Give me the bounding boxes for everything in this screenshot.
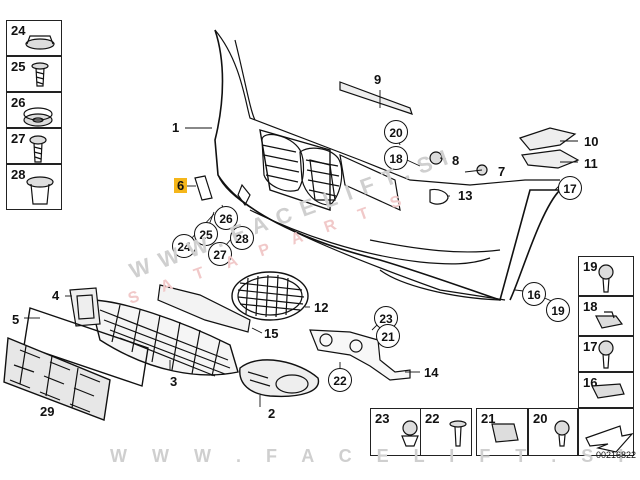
callout-14: 14 [424,365,439,380]
circle-23: 23 [374,306,398,330]
part-11-bracket [521,149,580,169]
legend-num: 27 [11,131,26,146]
clip-24-icon [25,35,55,50]
circle-28: 28 [230,226,254,250]
circle-25: 25 [194,222,218,246]
callout-7: 7 [498,164,506,179]
part-6-cover [194,175,213,201]
callout-2: 2 [268,406,276,421]
part-2-fog-cover [239,359,320,398]
part-14-bracket [309,329,411,381]
arrow-icon [585,425,634,453]
callout-4: 4 [52,288,60,303]
legend-num: 22 [425,411,440,426]
nut-21-icon [491,423,519,443]
legend-cell-24: 24 [6,20,62,56]
circle-17: 17 [558,176,582,200]
circle-24: 24 [172,234,196,258]
callout-15: 15 [264,326,279,341]
callout-1: 1 [172,120,180,135]
grommet-28-icon [26,176,54,205]
circle-16: 16 [522,282,546,306]
legend-num: 18 [583,299,598,314]
circle-22: 22 [328,368,352,392]
bolt-17-icon [598,340,614,369]
part-4-frame [69,287,101,327]
callout-29: 29 [40,404,55,419]
clip-19-icon [598,264,614,293]
legend-cell-21: 21 [476,408,528,456]
legend-num: 20 [533,411,548,426]
part-15-bracket [157,284,251,333]
callout-5: 5 [12,312,20,327]
legend-num: 26 [11,95,26,110]
callout-6-highlight: 6 [174,178,188,193]
bumper-outline [214,29,562,302]
circle-18: 18 [384,146,408,170]
tow-hook-cover [429,188,449,205]
legend-cell-23: 23 [370,408,426,456]
washer-26-icon [23,107,53,127]
clip-18-icon [595,311,624,329]
screw-25-icon [31,62,49,87]
legend-num: 28 [11,167,26,182]
circle-27: 27 [208,242,232,266]
legend-num: 21 [481,411,496,426]
kidney-grille-upper [259,129,401,212]
clip-23-icon [401,420,419,447]
legend-cell-25: 25 [6,56,62,92]
legend-cell-22: 22 [420,408,472,456]
screw-20-icon [554,420,570,447]
legend-cell-20: 20 [528,408,578,456]
legend-num: 24 [11,23,26,38]
callout-11: 11 [584,156,598,171]
legend-num: 25 [11,59,26,74]
circle-19: 19 [546,298,570,322]
callout-3: 3 [170,374,178,389]
circle-21: 21 [376,324,400,348]
callout-10: 10 [584,134,599,149]
watermark-bottom: W W W . F A C E L I F T . S I [110,446,634,466]
part-12-grille [231,271,309,321]
reference-number: 00216822 [595,450,636,460]
part-29-carrier [3,336,111,421]
part-5-plate [23,307,149,387]
callout-13: 13 [458,188,473,203]
part-10-bracket [518,127,577,151]
legend-num: 17 [583,339,598,354]
sensor-hole [237,183,251,207]
callout-12: 12 [314,300,329,315]
callout-6: 6 [174,178,188,193]
circle-20: 20 [384,120,408,144]
legend-num: 23 [375,411,390,426]
screw-22-icon [449,420,467,447]
part-3-lower-grille [89,299,239,377]
callout-8: 8 [452,153,460,168]
circle-26: 26 [214,206,238,230]
bolt-27-icon [29,135,47,163]
callout-9: 9 [374,72,382,87]
part-9-strip [339,81,413,115]
legend-num: 19 [583,259,598,274]
nut-16-icon [591,383,625,399]
